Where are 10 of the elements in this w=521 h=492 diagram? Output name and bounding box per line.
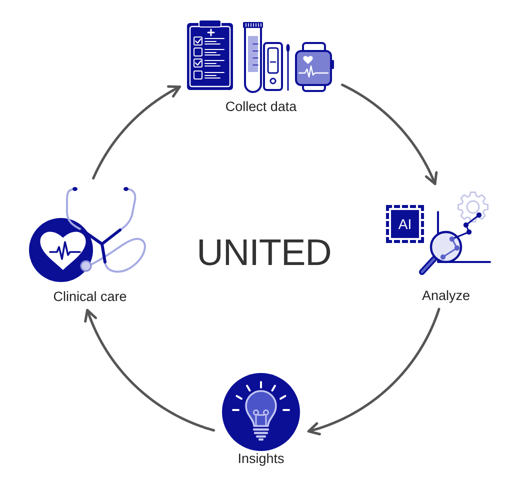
node-label: Clinical care bbox=[53, 289, 127, 305]
curved-arrow bbox=[92, 85, 181, 180]
node-label: Analyze bbox=[422, 288, 470, 304]
curved-arrow bbox=[84, 308, 215, 432]
node-label: Collect data bbox=[225, 99, 297, 115]
title: UNITED bbox=[196, 234, 332, 272]
curved-arrow bbox=[307, 308, 440, 436]
curved-arrow bbox=[341, 84, 438, 186]
node-label: Insights bbox=[238, 451, 284, 467]
ai-chip: AI bbox=[386, 205, 424, 243]
